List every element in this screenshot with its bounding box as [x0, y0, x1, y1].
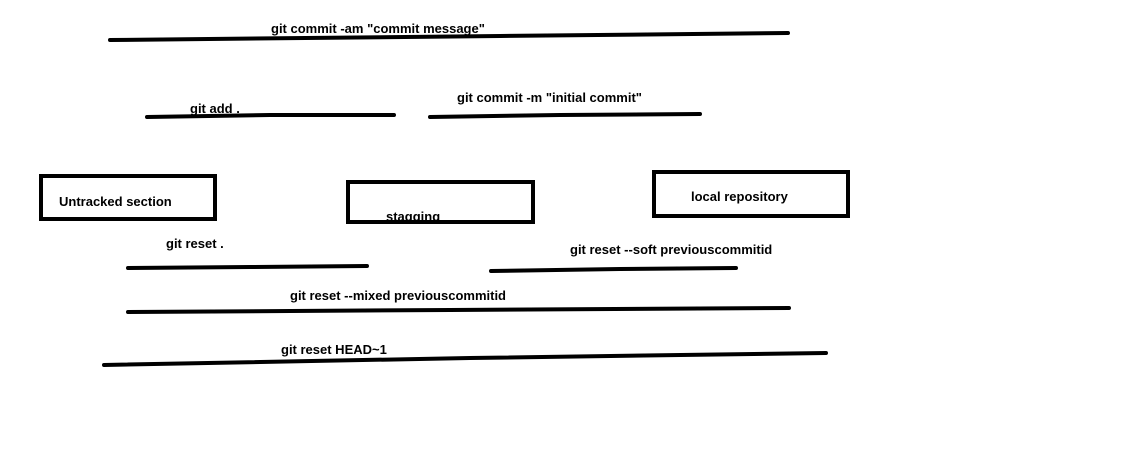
staging-label: stagging: [386, 209, 441, 224]
untracked-section-label: Untracked section: [59, 194, 172, 209]
label-commit-m: git commit -m "initial commit": [457, 90, 642, 105]
line-git-add: [145, 113, 396, 119]
staging-box: stagging: [346, 180, 535, 224]
label-reset-mixed: git reset --mixed previouscommitid: [290, 288, 506, 303]
line-reset-dot: [126, 264, 369, 270]
label-reset-head: git reset HEAD~1: [281, 342, 387, 357]
label-reset-dot: git reset .: [166, 236, 224, 251]
line-reset-soft: [489, 266, 738, 273]
line-commit-am: [108, 31, 790, 42]
label-reset-soft: git reset --soft previouscommitid: [570, 242, 773, 257]
label-git-add: git add .: [190, 101, 240, 116]
local-repository-label: local repository: [691, 189, 788, 204]
untracked-section-box: Untracked section: [39, 174, 217, 221]
label-commit-am: git commit -am "commit message": [271, 21, 485, 36]
local-repository-box: local repository: [652, 170, 850, 218]
line-reset-head: [102, 351, 828, 367]
line-reset-mixed: [126, 306, 791, 314]
line-commit-m: [428, 112, 702, 119]
